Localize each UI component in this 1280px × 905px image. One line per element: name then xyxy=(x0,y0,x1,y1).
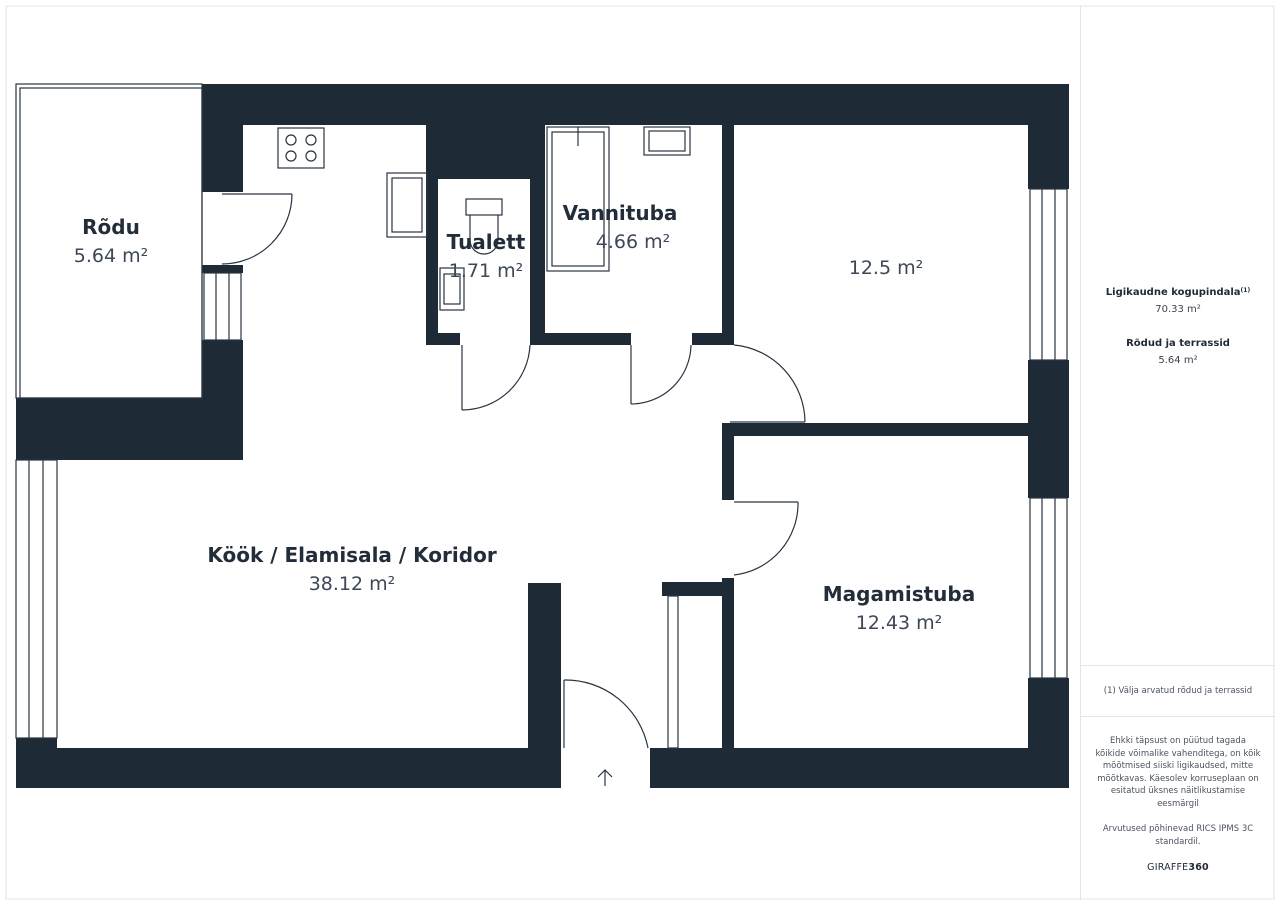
room-area-vannituba: 4.66 m² xyxy=(596,231,670,253)
total-area-block: Ligikaudne kogupindala(1) 70.33 m² xyxy=(1081,287,1275,315)
wall-toilet-left xyxy=(426,125,438,345)
wall-bedroom-left-upper xyxy=(722,423,734,500)
wall-bath-right xyxy=(722,125,734,345)
room-name-magamistuba: Magamistuba xyxy=(823,582,975,606)
wall-balcony-right-mid xyxy=(202,265,243,273)
balcony-inner xyxy=(19,87,203,399)
door-swing xyxy=(733,344,806,423)
wall-bottom-right xyxy=(650,748,1069,788)
wall-toilet-bottom-left xyxy=(426,333,460,345)
door-swing xyxy=(733,501,799,576)
wall-left-bottom xyxy=(16,738,57,788)
brand-prefix: GIRAFFE xyxy=(1147,862,1189,873)
door-swing xyxy=(461,344,531,411)
standard-note: Arvutused põhinevad RICS IPMS 3C standar… xyxy=(1102,824,1254,847)
room-area-rodu: 5.64 m² xyxy=(74,245,148,267)
window-left xyxy=(15,459,58,739)
total-area-label-text: Ligikaudne kogupindala xyxy=(1105,287,1241,298)
room-name-rodu: Rõdu xyxy=(82,215,140,239)
window-balcony xyxy=(203,272,242,341)
sink-icon xyxy=(439,267,465,311)
wall-balcony-right-low xyxy=(202,340,243,460)
wall-top xyxy=(202,84,1069,125)
brand-logo: GIRAFFE360 xyxy=(1081,862,1275,873)
page-border xyxy=(5,5,1275,900)
room-area-magamistuba: 12.43 m² xyxy=(856,612,943,634)
door-swing xyxy=(630,344,692,405)
wall-bedroom-divider xyxy=(722,423,1069,436)
windows xyxy=(15,188,1068,749)
bathtub-icon xyxy=(546,126,610,272)
stove-icon xyxy=(277,127,325,169)
door-swing xyxy=(563,679,649,749)
balcony-area-block: Rõdud ja terrassid 5.64 m² xyxy=(1081,338,1275,366)
wall-closet-top xyxy=(662,582,722,596)
sink-icon xyxy=(386,172,428,238)
wall-stub-center xyxy=(528,583,561,748)
info-sidebar: Ligikaudne kogupindala(1) 70.33 m² Rõdud… xyxy=(1080,6,1275,900)
window-right-lower xyxy=(1029,497,1068,679)
closet-slider xyxy=(667,595,679,749)
room-area-kook: 38.12 m² xyxy=(309,573,396,595)
wall-toilet-top xyxy=(426,84,545,179)
brand-suffix: 360 xyxy=(1188,862,1209,873)
door-swing xyxy=(221,193,293,265)
wall-bottom-left xyxy=(16,748,561,788)
toilet-icon xyxy=(465,198,503,255)
doors xyxy=(221,193,806,749)
total-area-value: 70.33 m² xyxy=(1155,304,1201,315)
room-area-bedroom-1: 12.5 m² xyxy=(849,257,923,279)
total-area-label: Ligikaudne kogupindala(1) xyxy=(1081,287,1275,298)
wall-right-1 xyxy=(1028,84,1069,189)
room-name-vannituba: Vannituba xyxy=(563,201,678,225)
entrance-arrow-icon xyxy=(597,769,613,786)
balcony-outline xyxy=(15,83,203,399)
sink-icon xyxy=(643,126,691,156)
wall-balcony-right-top xyxy=(202,84,243,192)
wall-bath-bottom-right xyxy=(692,333,734,345)
balcony xyxy=(15,83,203,399)
room-name-tualett: Tualett xyxy=(447,230,526,254)
wall-bedroom-left-lower xyxy=(722,578,734,748)
room-area-tualett: 1.71 m² xyxy=(449,260,523,282)
footnote-text: (1) Välja arvatud rõdud ja terrassid xyxy=(1103,686,1253,696)
divider xyxy=(1081,665,1275,666)
balcony-area-value: 5.64 m² xyxy=(1158,355,1198,366)
fixtures xyxy=(277,126,691,311)
wall-bath-bottom-left xyxy=(530,333,631,345)
wall-toilet-right xyxy=(530,179,545,345)
room-labels: Rõdu 5.64 m² Tualett 1.71 m² Vannituba 4… xyxy=(74,201,975,634)
room-name-kook: Köök / Elamisala / Koridor xyxy=(207,543,497,567)
disclaimer-text: Ehkki täpsust on püütud tagada kõikide v… xyxy=(1095,736,1261,809)
walls xyxy=(16,84,1069,788)
divider xyxy=(1081,716,1275,717)
footnote-mark: (1) xyxy=(1240,287,1251,294)
window-right-upper xyxy=(1029,188,1068,361)
balcony-area-label: Rõdud ja terrassid xyxy=(1126,338,1230,349)
